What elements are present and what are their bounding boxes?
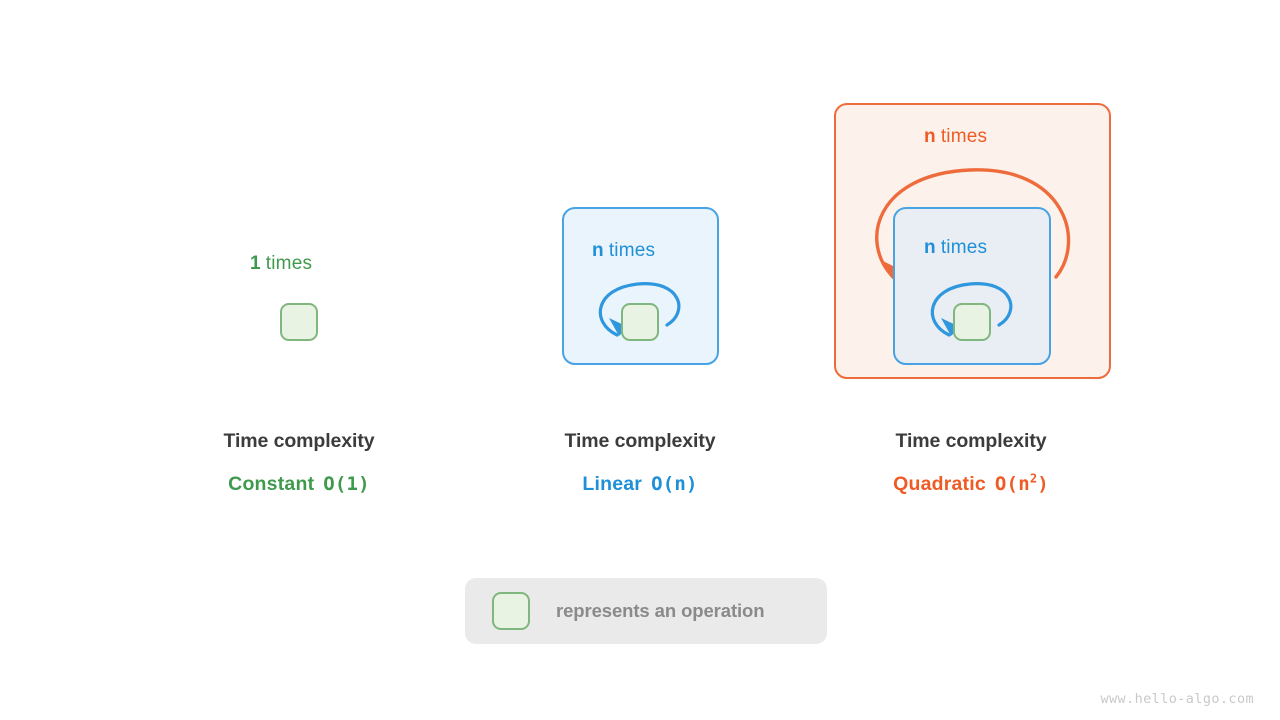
legend-box: represents an operation [465, 578, 827, 644]
caption-title-quadratic: Time complexity [895, 430, 1047, 452]
caption-title-constant: Time complexity [223, 430, 375, 452]
notation-exponent: 2 [1029, 471, 1038, 486]
inner-loop-box-quadratic [893, 207, 1051, 365]
loop-count-value: 1 [250, 253, 261, 274]
loop-count-word: times [940, 126, 988, 147]
complexity-notation-constant: O(1) [323, 473, 370, 495]
loop-count-value: n [592, 240, 604, 261]
caption-linear: Time complexity Linear O(n) [565, 430, 716, 496]
loop-count-value: n [924, 237, 936, 258]
loop-count-word: times [940, 237, 988, 258]
complexity-name-constant: Constant [228, 473, 315, 495]
complexity-name-quadratic: Quadratic [893, 473, 986, 495]
loop-box-linear [562, 207, 719, 365]
caption-value-quadratic: Quadratic O(n2) [893, 473, 1049, 496]
operation-square-quadratic [953, 303, 991, 341]
complexity-notation-linear: O(n) [651, 473, 698, 495]
operation-square-linear [621, 303, 659, 341]
caption-value-linear: Linear O(n) [565, 473, 716, 496]
loop-count-value: n [924, 126, 936, 147]
legend-operation-square-icon [492, 592, 530, 630]
notation-tail: ) [1037, 473, 1049, 495]
legend-label: represents an operation [556, 600, 765, 621]
caption-quadratic: Time complexity Quadratic O(n2) [893, 430, 1049, 496]
notation-base: O(n [994, 473, 1030, 495]
watermark-url: www.hello-algo.com [1100, 691, 1254, 707]
caption-constant: Time complexity Constant O(1) [224, 430, 375, 496]
complexity-notation-quadratic: O(n2) [995, 473, 1049, 495]
loop-count-word: times [265, 253, 313, 274]
caption-title-linear: Time complexity [564, 430, 716, 452]
operation-square-constant [280, 303, 318, 341]
complexity-name-linear: Linear [582, 473, 643, 495]
loop-count-word: times [608, 240, 656, 261]
caption-value-constant: Constant O(1) [224, 473, 375, 496]
